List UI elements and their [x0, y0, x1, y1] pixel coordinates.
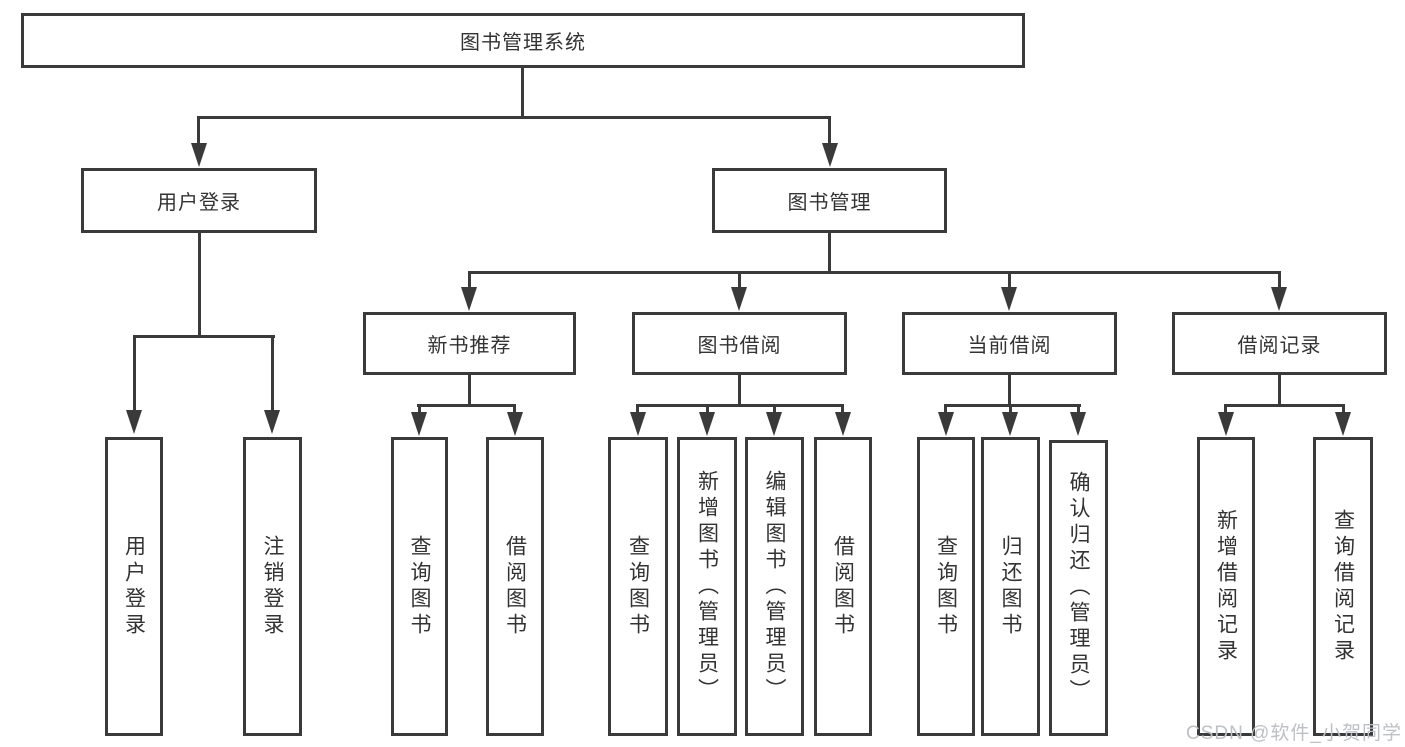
connector-line	[513, 404, 516, 414]
node-label: 查询图书	[934, 534, 958, 639]
node-label: 图书管理	[787, 192, 872, 214]
arrow-down-icon	[938, 412, 954, 436]
node-query-books-current: 查询图书	[917, 437, 975, 736]
node-label: 新增图书（管理员）	[695, 469, 719, 704]
arrow-down-icon	[264, 410, 280, 434]
arrow-down-icon	[766, 412, 782, 436]
connector-line	[1009, 404, 1012, 414]
node-borrow-books-recommend: 借阅图书	[486, 437, 544, 736]
node-label: 新书推荐	[427, 335, 512, 357]
node-label: 新增借阅记录	[1214, 508, 1238, 665]
connector-line	[841, 404, 844, 414]
arrow-down-icon	[699, 412, 715, 436]
node-user-login: 用户登录	[81, 168, 317, 233]
arrow-down-icon	[731, 287, 747, 311]
node-label: 确认归还（管理员）	[1067, 471, 1090, 705]
node-query-books-borrowing: 查询图书	[608, 437, 668, 736]
node-label: 借阅记录	[1237, 335, 1322, 357]
connector-line	[521, 68, 524, 119]
node-book-management: 图书管理	[712, 168, 947, 233]
node-query-borrow-record: 查询借阅记录	[1313, 437, 1373, 736]
node-label: 查询图书	[626, 534, 650, 639]
connector-line	[468, 271, 1281, 274]
arrow-down-icon	[1070, 412, 1086, 436]
connector-line	[1278, 271, 1281, 288]
arrow-down-icon	[1218, 412, 1234, 436]
arrow-down-icon	[126, 410, 142, 434]
node-return-books: 归还图书	[981, 437, 1040, 736]
node-borrowing-records: 借阅记录	[1172, 312, 1387, 375]
connector-line	[773, 404, 776, 414]
node-edit-book-admin: 编辑图书（管理员）	[745, 437, 804, 736]
node-label: 注销登录	[261, 534, 284, 639]
node-label: 查询借阅记录	[1331, 508, 1355, 665]
node-label: 当前借阅	[967, 335, 1052, 357]
connector-line	[271, 335, 274, 412]
arrow-down-icon	[1001, 287, 1017, 311]
arrow-down-icon	[1335, 412, 1351, 436]
connector-line	[828, 116, 831, 146]
node-label: 借阅图书	[831, 534, 855, 639]
node-current-borrowing: 当前借阅	[902, 312, 1117, 375]
node-add-book-admin: 新增图书（管理员）	[677, 437, 737, 736]
csdn-watermark: CSDN @软件_小贺同学	[1186, 723, 1402, 744]
connector-line	[944, 404, 1081, 407]
arrow-down-icon	[630, 412, 646, 436]
arrow-down-icon	[507, 412, 523, 436]
arrow-down-icon	[1002, 412, 1018, 436]
connector-line	[1077, 404, 1080, 414]
node-book-borrowing: 图书借阅	[632, 312, 847, 375]
connector-line	[198, 233, 201, 338]
node-logout: 注销登录	[243, 437, 302, 736]
node-borrow-books-borrowing: 借阅图书	[814, 437, 872, 736]
connector-line	[468, 375, 471, 406]
connector-line	[706, 404, 709, 414]
node-query-books-recommend: 查询图书	[391, 437, 448, 736]
node-label: 编辑图书（管理员）	[763, 469, 786, 704]
connector-line	[197, 116, 831, 119]
node-add-borrow-record: 新增借阅记录	[1197, 437, 1255, 736]
connector-line	[738, 375, 741, 406]
arrow-down-icon	[835, 412, 851, 436]
node-label: 借阅图书	[503, 534, 527, 639]
node-label: 用户登录	[122, 534, 146, 639]
arrow-down-icon	[411, 412, 427, 436]
arrow-down-icon	[191, 143, 207, 167]
connector-line	[1224, 404, 1345, 407]
connector-line	[1224, 404, 1227, 414]
connector-line	[828, 233, 831, 274]
connector-line	[1008, 375, 1011, 406]
connector-line	[133, 335, 136, 412]
connector-line	[636, 404, 843, 407]
connector-line	[1278, 375, 1281, 406]
connector-line	[1342, 404, 1345, 414]
node-library-management-system: 图书管理系统	[21, 13, 1025, 68]
node-label: 查询图书	[408, 534, 431, 639]
arrow-down-icon	[822, 143, 838, 167]
node-label: 归还图书	[999, 534, 1022, 639]
connector-line	[133, 335, 275, 338]
connector-line	[468, 271, 471, 288]
node-label: 用户登录	[157, 192, 241, 214]
connector-line	[417, 404, 516, 407]
connector-line	[738, 271, 741, 288]
connector-line	[1008, 271, 1011, 288]
connector-line	[197, 116, 200, 146]
connector-line	[944, 404, 947, 414]
node-user-login-action: 用户登录	[105, 437, 163, 736]
node-label: 图书管理系统	[460, 32, 586, 54]
node-confirm-return-admin: 确认归还（管理员）	[1049, 440, 1108, 736]
node-label: 图书借阅	[697, 335, 782, 357]
connector-line	[636, 404, 639, 414]
node-new-book-recommendation: 新书推荐	[363, 312, 576, 375]
connector-line	[418, 404, 421, 414]
arrow-down-icon	[1271, 287, 1287, 311]
arrow-down-icon	[461, 287, 477, 311]
